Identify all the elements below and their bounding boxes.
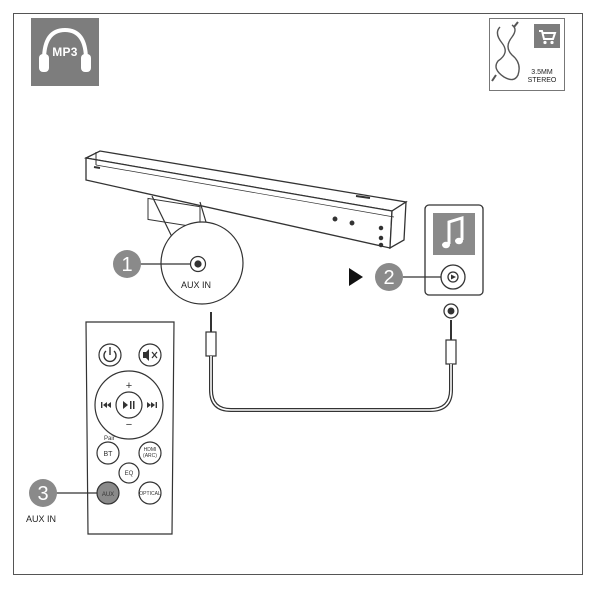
optical-button-label: OPTICAL <box>139 491 161 497</box>
hdmi-arc-label: (ARC) <box>143 453 157 459</box>
aux-button-label: AUX <box>102 492 114 498</box>
cable-accessory-box: 3.5MM STEREO <box>489 18 565 91</box>
step-1-number: 1 <box>121 254 132 276</box>
music-note-icon <box>442 215 464 249</box>
cable-label: 3.5MM STEREO <box>527 69 557 84</box>
cable-icon <box>491 21 520 82</box>
pair-label: Pair <box>104 436 115 442</box>
headphones-icon <box>39 27 91 72</box>
mp3-badge: MP3 <box>31 18 99 86</box>
remote-control: + − Pair BT HDMI (ARC) EQ AUX OPTICAL <box>85 321 175 535</box>
shopping-cart-icon <box>534 24 560 48</box>
mp3-label: MP3 <box>52 45 78 59</box>
step-1-label: AUX IN <box>181 280 211 290</box>
step-3-number: 3 <box>37 483 48 505</box>
bt-button-label: BT <box>104 451 114 458</box>
volume-up-label: + <box>126 380 132 392</box>
step-1-marker: 1 <box>113 250 190 278</box>
audio-cable <box>205 312 457 412</box>
step-3-label: AUX IN <box>26 514 56 524</box>
aux-zoom-callout <box>151 195 244 305</box>
hdmi-button-label: HDMI <box>144 447 157 453</box>
diagram-frame <box>13 13 583 575</box>
next-icon <box>147 402 157 408</box>
step-2-number: 2 <box>383 267 394 289</box>
eq-button-label: EQ <box>125 471 134 477</box>
soundbar <box>83 150 408 250</box>
step-3-marker: 3 <box>29 479 97 507</box>
mp3-player <box>424 204 484 319</box>
mute-icon <box>143 349 158 361</box>
power-icon <box>103 347 117 363</box>
step-2-marker: 2 <box>349 263 441 291</box>
volume-down-label: − <box>126 419 132 431</box>
previous-icon <box>101 402 111 408</box>
play-pause-icon <box>123 401 135 409</box>
